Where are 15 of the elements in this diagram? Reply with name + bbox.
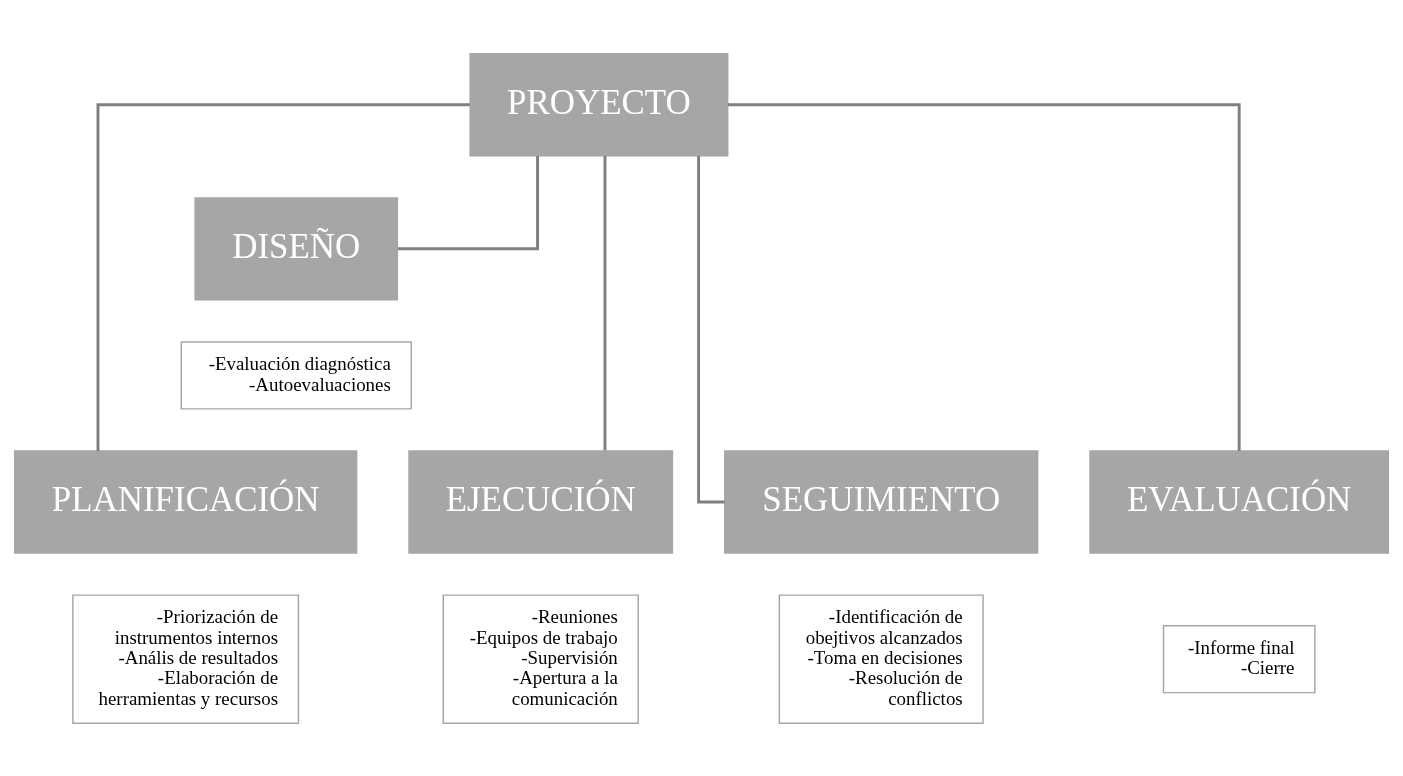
connector — [96, 102, 470, 451]
connector — [603, 155, 607, 450]
node-box: -Reuniones -Equipos de trabajo -Supervisión -Apertura a la comunicación — [442, 593, 639, 724]
node-box: PROYECTO — [469, 52, 729, 156]
connector — [727, 102, 1241, 451]
node-box: EVALUACIÓN — [1089, 449, 1390, 554]
node-box: EJECUCIÓN — [408, 449, 674, 554]
node-box: SEGUIMIENTO — [724, 449, 1039, 554]
node-box: PLANIFICACIÓN — [13, 449, 358, 554]
node-box: DISEÑO — [194, 196, 399, 300]
node-box: -Identificación de obejtivos alcanzados -Toma en decisiones -Resolución de conflictos — [778, 593, 984, 724]
node-box: -Informe final -Cierre — [1162, 624, 1316, 693]
node-box: -Evaluación diagnóstica -Autoevaluaciones — [180, 340, 412, 410]
connector — [397, 155, 539, 250]
node-box: -Priorización de instrumentos internos -Anális de resultados -Elaboración de herramientas y recursos — [72, 593, 300, 724]
